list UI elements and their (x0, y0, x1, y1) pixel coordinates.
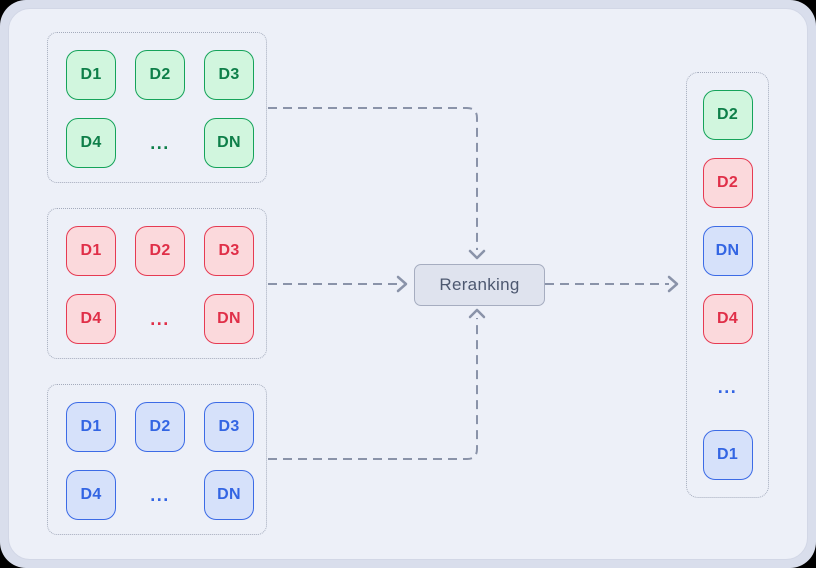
doc-box: D3 (204, 50, 254, 100)
doc-box: DN (204, 118, 254, 168)
retrieved-group-green: D1 D2 D3 D4 ... DN (47, 32, 267, 183)
arrowhead-up-icon (468, 308, 486, 319)
retrieved-group-blue: D1 D2 D3 D4 ... DN (47, 384, 267, 535)
output-doc-box: D1 (702, 430, 753, 480)
output-doc-box: DN (702, 226, 753, 276)
doc-box: D1 (66, 50, 116, 100)
output-doc-box: D2 (702, 158, 753, 208)
doc-box: D4 (66, 118, 116, 168)
output-doc-box: D2 (702, 90, 753, 140)
ellipsis-red: ... (150, 308, 170, 329)
doc-box: D2 (135, 226, 185, 276)
connector-bottom-group (268, 318, 478, 460)
output-doc-box: D4 (702, 294, 753, 344)
doc-box: D4 (66, 470, 116, 520)
ellipsis-blue: ... (150, 484, 170, 505)
doc-box: DN (204, 470, 254, 520)
doc-box: D4 (66, 294, 116, 344)
retrieved-group-red: D1 D2 D3 D4 ... DN (47, 208, 267, 359)
diagram-card: D1 D2 D3 D4 ... DN D1 D2 D3 D4 ... DN D1… (8, 8, 808, 560)
arrowhead-right-icon (396, 275, 408, 293)
ellipsis-green: ... (150, 132, 170, 153)
doc-box: D3 (204, 226, 254, 276)
doc-box: DN (204, 294, 254, 344)
output-panel: D2 D2 DN D4 ... D1 (686, 72, 769, 498)
connector-top-group (268, 107, 478, 250)
arrowhead-down-icon (468, 249, 486, 260)
doc-box: D1 (66, 226, 116, 276)
doc-box: D3 (204, 402, 254, 452)
doc-box: D2 (135, 402, 185, 452)
reranking-box: Reranking (414, 264, 545, 306)
doc-box: D2 (135, 50, 185, 100)
arrowhead-right-output-icon (667, 275, 679, 293)
doc-box: D1 (66, 402, 116, 452)
output-ellipsis: ... (717, 376, 738, 397)
